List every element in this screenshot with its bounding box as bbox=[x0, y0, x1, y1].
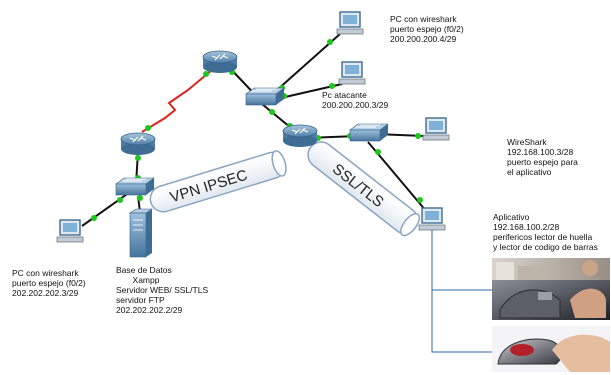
switch-right-icon[interactable] bbox=[349, 123, 389, 142]
router-top-icon[interactable] bbox=[202, 50, 238, 73]
peripheral-photo-office bbox=[492, 258, 610, 284]
pc-app-icon[interactable] bbox=[418, 207, 446, 231]
link-app-peripherals bbox=[431, 228, 492, 353]
ssl-tunnel: SSL/TLS bbox=[307, 141, 421, 237]
serial-link-red bbox=[141, 69, 213, 133]
label-server: Base de Datos Xampp Servidor WEB/ SSL/TL… bbox=[116, 265, 209, 315]
switch-left-icon[interactable] bbox=[115, 177, 155, 196]
switch-center-icon[interactable] bbox=[245, 87, 285, 106]
label-pc-top: PC con wireshark puerto espejo (f0/2) 20… bbox=[390, 14, 464, 44]
server-icon[interactable] bbox=[129, 208, 153, 258]
pc-top-icon[interactable] bbox=[336, 11, 364, 35]
link-switch-left-pc-left bbox=[81, 191, 131, 227]
peripheral-photo-barcode-reader bbox=[492, 280, 610, 320]
router-left-icon[interactable] bbox=[120, 132, 156, 155]
router-right-icon[interactable] bbox=[282, 124, 318, 147]
peripheral-photo-fingerprint-reader bbox=[492, 326, 610, 372]
label-pc-attacker: Pc atacante 200.200.200.3/29 bbox=[322, 90, 389, 110]
label-wireshark-right: WireShark 192.168.100.3/28 puerto espejo… bbox=[507, 137, 578, 177]
pc-attacker-icon[interactable] bbox=[338, 61, 366, 85]
pc-left-icon[interactable] bbox=[56, 219, 84, 243]
pc-right-icon[interactable] bbox=[422, 117, 450, 141]
label-pc-left: PC con wireshark puerto espejo (f0/2) 20… bbox=[12, 268, 86, 298]
vpn-tunnel: VPN IPSEC bbox=[149, 150, 287, 213]
label-app: Aplicativo 192.168.100.2/28 perifericos … bbox=[493, 212, 598, 252]
